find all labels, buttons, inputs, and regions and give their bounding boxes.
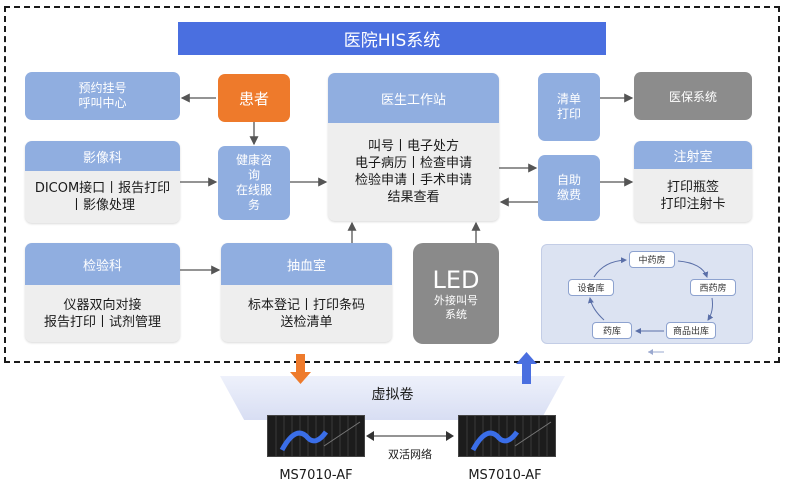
server-left-graphic [268,416,364,456]
health-line-1: 健康咨 [235,153,272,167]
injection-room-card: 注射室 打印瓶签 打印注射卡 [634,141,752,222]
injection-line-2: 打印注射卡 [660,196,726,212]
server-right-label: MS7010-AF [468,468,542,483]
imaging-body: DICOM接口丨报告打印 丨影像处理 [25,171,180,223]
pharmacy-node-shebei: 设备库 [568,279,614,296]
active-active-link-label: 双活网络 [388,448,432,461]
pharmacy-node-xi: 西药房 [690,279,736,296]
bill-line-1: 清单 [556,92,581,106]
doctor-line-2: 电子病历丨检查申请 [354,156,472,171]
injection-body: 打印瓶签 打印注射卡 [634,169,752,222]
doctor-line-3: 检验申请丨手术申请 [354,173,472,188]
blood-line-2: 送检清单 [280,314,333,330]
lab-dept-card: 检验科 仪器双向对接 报告打印丨试剂管理 [25,243,180,342]
health-consult-box: 健康咨 询 在线服 务 [218,146,290,220]
injection-line-1: 打印瓶签 [666,179,719,195]
imaging-title: 影像科 [25,141,180,171]
led-call-system-box: LED 外接叫号 系统 [413,243,499,344]
health-line-3: 在线服 [235,183,272,197]
doctor-line-1: 叫号丨电子处方 [367,139,459,154]
his-system-frame [4,6,780,363]
server-left-image [267,415,365,457]
bill-print-box: 清单 打印 [538,73,600,141]
up-arrow-shaft [522,362,531,384]
led-label: LED [432,265,480,294]
patient-box: 患者 [218,74,290,122]
blood-body: 标本登记丨打印条码 送检清单 [221,285,392,342]
self-pay-box: 自助 缴费 [538,155,600,221]
virtual-volume-label: 虚拟卷 [371,387,414,403]
callcenter-label: 呼叫中心 [78,96,127,110]
doctor-workstation-title: 医生工作站 [328,73,499,123]
selfpay-line-1: 自助 [556,173,581,187]
blood-line-1: 标本登记丨打印条码 [247,297,365,313]
pharmacy-panel: 中药房 设备库 西药房 药库 商品出库 [541,244,753,344]
pharmacy-node-zhong: 中药房 [629,251,675,268]
pharmacy-cycle-arrows [587,257,714,334]
blood-title: 抽血室 [221,243,392,285]
system-title: 医院HIS系统 [178,22,606,55]
imaging-dept-card: 影像科 DICOM接口丨报告打印 丨影像处理 [25,141,180,223]
lab-line-2: 报告打印丨试剂管理 [43,314,161,330]
lab-line-1: 仪器双向对接 [63,297,142,313]
bill-line-2: 打印 [556,107,581,121]
doctor-workstation-body: 叫号丨电子处方 电子病历丨检查申请 检验申请丨手术申请 结果查看 [328,123,499,221]
server-left-label: MS7010-AF [279,468,353,483]
imaging-line-2: 丨影像处理 [69,198,135,213]
lab-body: 仪器双向对接 报告打印丨试剂管理 [25,285,180,342]
selfpay-line-2: 缴费 [556,188,581,202]
health-line-4: 务 [247,198,260,212]
server-right-graphic [459,416,555,456]
lab-title: 检验科 [25,243,180,285]
blood-room-card: 抽血室 标本登记丨打印条码 送检清单 [221,243,392,342]
pharmacy-node-shangpin: 商品出库 [666,322,716,339]
appointment-label: 预约挂号 [78,81,127,95]
led-line-1: 外接叫号 [434,293,478,307]
imaging-line-1: DICOM接口丨报告打印 [34,181,171,196]
doctor-line-4: 结果查看 [387,190,440,205]
virtual-volume-band [220,376,565,420]
pharmacy-node-yao: 药库 [592,322,632,339]
health-line-2: 询 [247,168,260,182]
injection-title: 注射室 [634,141,752,169]
led-line-2: 系统 [445,307,467,321]
down-arrow-shaft [296,354,305,374]
server-right-image [458,415,556,457]
insurance-system-box: 医保系统 [634,72,752,120]
appointment-callcenter-box: 预约挂号 呼叫中心 [25,72,180,120]
doctor-workstation-card: 医生工作站 叫号丨电子处方 电子病历丨检查申请 检验申请丨手术申请 结果查看 [328,73,499,221]
